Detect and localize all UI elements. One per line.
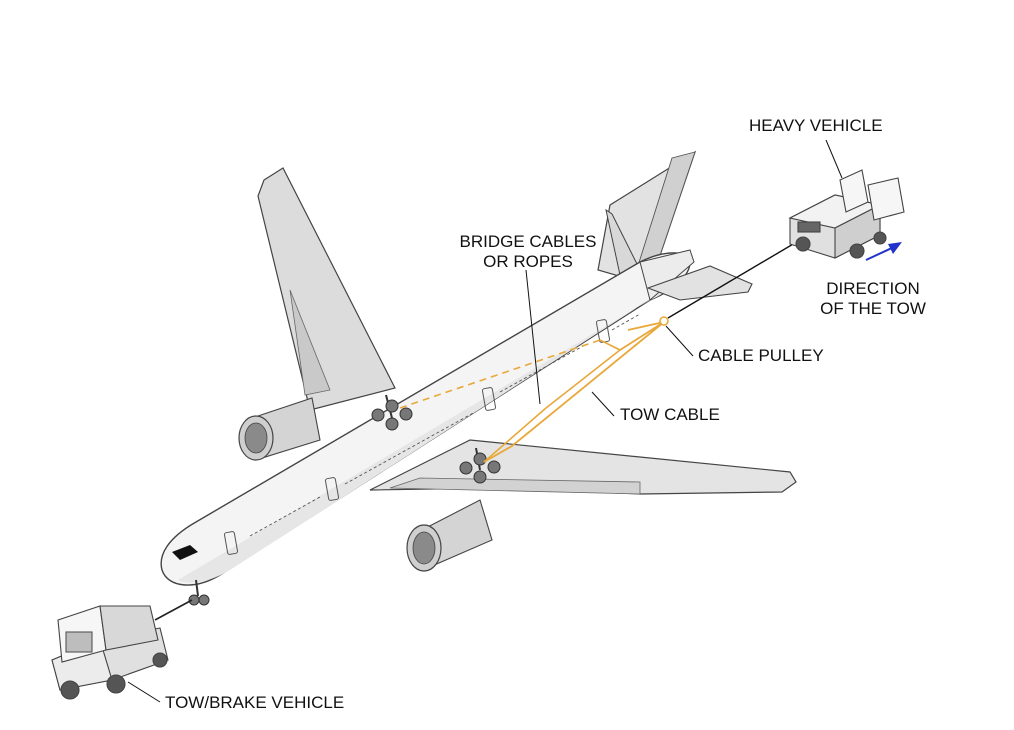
- cable-pulley-label: CABLE PULLEY: [698, 346, 824, 365]
- cockpit-windows: [172, 545, 198, 560]
- main-gear-left: [371, 394, 413, 431]
- right-engine: [406, 499, 493, 572]
- door: [481, 387, 497, 411]
- door: [324, 477, 340, 501]
- bridge-cables-label: BRIDGE CABLES OR ROPES: [448, 232, 608, 272]
- heavy-vehicle-label: HEAVY VEHICLE: [749, 116, 883, 135]
- tow-brake-vehicle: [51, 605, 169, 700]
- direction-arrow: [865, 242, 902, 261]
- nose-gear: [188, 579, 210, 606]
- left-engine: [238, 397, 321, 461]
- bridge-cables: [399, 339, 621, 463]
- tow-brake-vehicle-label: TOW/BRAKE VEHICLE: [165, 693, 345, 712]
- heavy-vehicle-tow-line: [667, 239, 801, 319]
- direction-label-line1: DIRECTION: [826, 279, 920, 298]
- left-wing: [257, 167, 396, 411]
- door: [223, 531, 239, 555]
- bridge-cables-label-line1: BRIDGE CABLES: [459, 232, 597, 251]
- main-gear-right: [459, 447, 501, 484]
- heavy-vehicle: [788, 169, 905, 259]
- leader-lines: [127, 139, 843, 703]
- left-wing-flap: [289, 289, 331, 396]
- tow-bar: [154, 599, 193, 621]
- direction-label: DIRECTION OF THE TOW: [808, 279, 938, 319]
- cabin-windows: [249, 313, 641, 537]
- bridge-cables-label-line2: OR ROPES: [483, 252, 573, 271]
- right-horizontal-stabilizer: [646, 265, 753, 301]
- cable-pulley: [659, 316, 669, 326]
- tow-cable-label: TOW CABLE: [620, 405, 720, 424]
- direction-label-line2: OF THE TOW: [820, 299, 926, 318]
- right-wing-flap: [389, 477, 641, 495]
